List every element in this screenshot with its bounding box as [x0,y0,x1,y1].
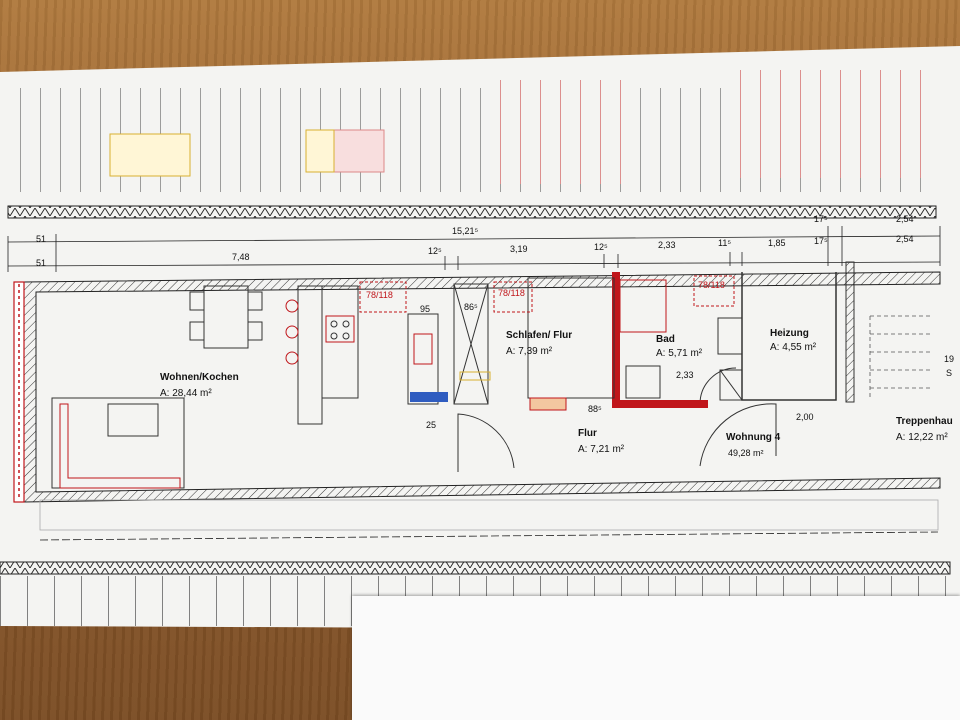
roof-rafters-red-2 [725,70,921,178]
dim-row2-175: 17⁵ [814,236,828,246]
insulation-band-top [7,205,937,219]
room-area-schlafen: A: 7,39 m² [506,346,553,357]
window-label-3: 78/118 [698,280,725,290]
room-name-wohnung: Wohnung 4 [726,432,781,443]
insulation-band-bottom [0,561,951,575]
dim-top-total: 15,21⁵ [452,226,479,236]
stair-label-19: 19 [944,354,955,364]
bad-wall-red [612,272,620,408]
room-name-wohnen: Wohnen/Kochen [160,372,239,383]
skylight-1 [109,133,191,177]
dining-table [203,285,249,349]
dim-95: 95 [420,304,431,314]
dim-row2-254: 2,54 [896,234,914,244]
dim-row2-125b: 12⁵ [594,242,608,252]
door-arc-bad [699,367,737,405]
heizung-walls [741,272,837,401]
window-label-2: 78/118 [498,288,525,298]
room-area-treppenhaus: A: 12,22 m² [896,432,948,443]
dim-top-17: 17⁵ [814,214,828,224]
room-area-bad: A: 5,71 m² [656,348,703,359]
window-label-1: 78/118 [366,290,393,300]
window-box-2 [493,281,533,313]
stair-label-s: S [946,368,953,378]
dim-row2-319: 3,19 [510,244,528,254]
stair-treads [869,315,930,400]
sofa [59,403,181,489]
outer-wall [23,271,941,503]
room-area-wohnung: 49,28 m² [728,448,764,458]
dim-row2-51: 51 [36,258,47,268]
dim-885: 88⁵ [588,404,602,414]
dim-row2-185: 1,85 [768,238,786,248]
room-area-heizung: A: 4,55 m² [770,342,817,353]
dim-top-right: 2,54 [896,214,914,224]
dim-row2-125a: 12⁵ [428,246,442,256]
room-area-flur: A: 7,21 m² [578,444,625,455]
room-name-treppenhaus: Treppenhau [896,416,953,427]
overlapping-paper [352,596,960,720]
wardrobe [453,283,489,405]
dim-25: 25 [426,420,437,430]
dim-row2-115: 11⁵ [718,238,732,248]
dim-row2-233: 2,33 [658,240,676,250]
window-box-1 [359,281,407,313]
room-name-bad: Bad [656,334,675,345]
dim-865: 86⁵ [464,302,478,312]
room-name-heizung: Heizung [770,328,809,339]
dim-row2-748: 7,48 [232,252,250,262]
room-area-wohnen: A: 28,44 m² [160,388,212,399]
door-arc-flur [457,413,515,472]
roof-rafters-red-1 [495,80,630,184]
kitchen-counter [321,285,359,399]
door-arc-entry [699,403,777,467]
dim-200: 2,00 [796,412,814,422]
blue-element [410,392,448,402]
kitchen-unit [407,313,439,405]
dim-top-left: 51 [36,234,47,244]
room-name-flur: Flur [578,428,597,439]
bed [527,277,615,399]
dim-233-door: 2,33 [676,370,694,380]
window-box-3 [693,275,735,307]
cooktop [325,315,355,343]
room-name-schlafen: Schlafen/ Flur [506,330,573,341]
